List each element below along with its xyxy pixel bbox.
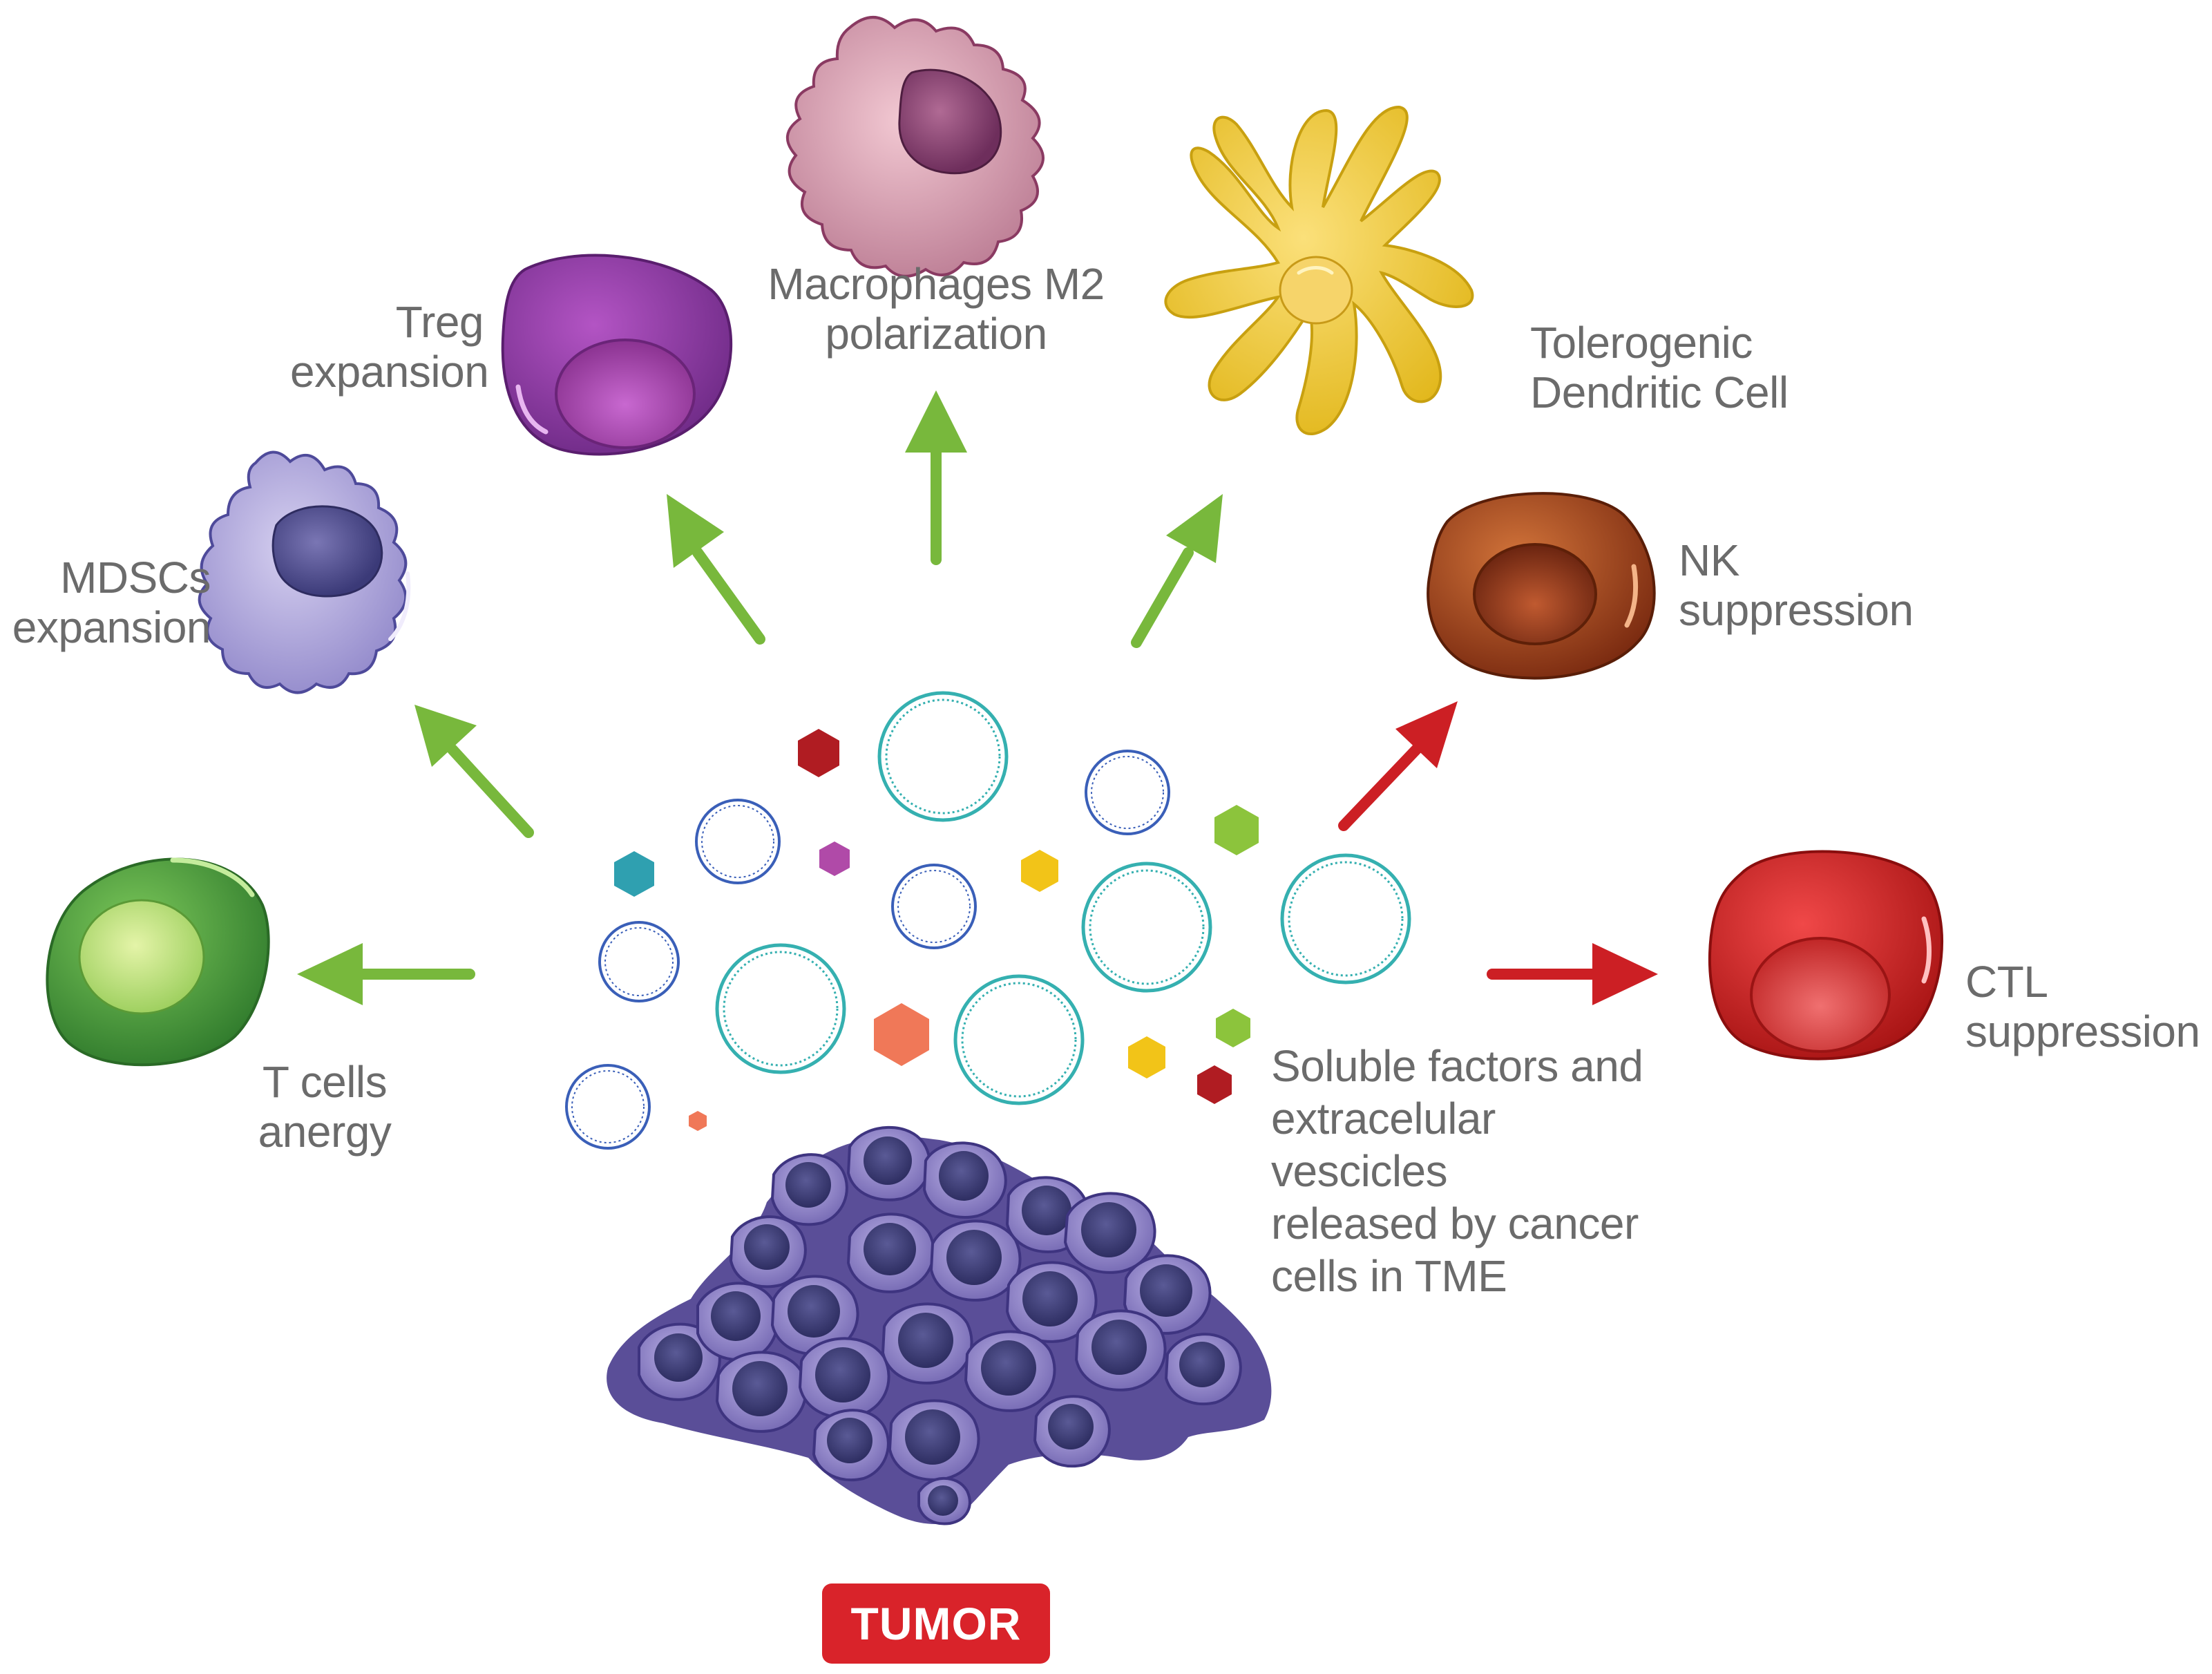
macrophage-label-line1: Macrophages M2 bbox=[767, 259, 1105, 309]
nk-label-line2: suppression bbox=[1679, 585, 1914, 635]
tumor-icon bbox=[607, 1125, 1272, 1525]
tumor-cell bbox=[881, 1302, 973, 1385]
macrophage-label-line2: polarization bbox=[825, 309, 1047, 359]
vesicle-icon bbox=[1280, 853, 1411, 985]
soluble-label-line3: released by cancer bbox=[1271, 1199, 1639, 1248]
arrows bbox=[297, 390, 1658, 1005]
arrow-to-dendritic bbox=[1131, 494, 1223, 648]
ctl-label-line2: suppression bbox=[1965, 1007, 2200, 1056]
tumor-cell bbox=[846, 1125, 931, 1201]
tumor-cell bbox=[729, 1215, 807, 1288]
tumor-cell bbox=[770, 1275, 859, 1356]
soluble-factor-icon bbox=[689, 1111, 707, 1131]
dendritic-label: Tolerogenic Dendritic Cell bbox=[1530, 318, 1862, 417]
tumor-cells bbox=[638, 1125, 1242, 1525]
vesicle-icon bbox=[565, 1064, 651, 1150]
tumor-cell bbox=[1123, 1254, 1212, 1335]
arrow-to-nk bbox=[1338, 701, 1458, 831]
tumor-cell bbox=[1033, 1395, 1111, 1468]
soluble-factor-icon bbox=[874, 1003, 929, 1066]
vesicle-icon bbox=[1081, 862, 1212, 993]
treg-label-line2: expansion bbox=[290, 347, 489, 397]
soluble-factor-icon bbox=[1197, 1065, 1232, 1104]
tcell-label-line1: T cells bbox=[262, 1057, 388, 1107]
soluble-factor-icon bbox=[798, 729, 839, 777]
soluble-label-line4: cells in TME bbox=[1271, 1251, 1507, 1301]
soluble-factor-icon bbox=[819, 841, 850, 876]
vesicle-icon bbox=[695, 799, 781, 884]
arrow-to-macrophage bbox=[905, 390, 967, 565]
soluble-label-line2: extracelular vescicles bbox=[1271, 1094, 1496, 1196]
vesicle-icon bbox=[715, 943, 846, 1074]
ctl-label: CTL suppression bbox=[1965, 957, 2207, 1056]
tumor-cell bbox=[964, 1330, 1056, 1412]
macrophage-icon bbox=[785, 16, 1045, 278]
tumor-cell bbox=[922, 1141, 1007, 1219]
treg-icon bbox=[501, 254, 733, 456]
mdsc-label-line1: MDSCs bbox=[60, 553, 211, 602]
dendritic-label-line1: Tolerogenic bbox=[1530, 318, 1753, 368]
nk-cell-icon bbox=[1427, 492, 1656, 680]
arrow-to-tcell bbox=[297, 943, 475, 1005]
vesicle-icon bbox=[891, 864, 977, 949]
tumor-cell bbox=[1063, 1192, 1156, 1274]
tumor-cell bbox=[696, 1282, 779, 1362]
tcell-label-line2: anergy bbox=[258, 1107, 392, 1157]
t-cell-icon bbox=[46, 857, 270, 1067]
mdsc-icon bbox=[198, 450, 411, 694]
soluble-factor-icon bbox=[614, 851, 654, 897]
tumor-cell bbox=[846, 1212, 935, 1293]
vesicle-icon bbox=[877, 691, 1009, 822]
nk-label-line1: NK bbox=[1679, 535, 1739, 585]
tumor-cell bbox=[770, 1153, 848, 1226]
nk-label: NK suppression bbox=[1679, 535, 1969, 635]
tumor-badge: TUMOR bbox=[822, 1583, 1050, 1664]
soluble-factor-icon bbox=[1128, 1036, 1165, 1078]
vesicle-icon bbox=[953, 974, 1085, 1105]
soluble-factors bbox=[614, 729, 1259, 1131]
vesicle-icon bbox=[1085, 750, 1170, 835]
tcell-label: T cells anergy bbox=[221, 1057, 428, 1157]
tumor-cell bbox=[1074, 1309, 1167, 1391]
tumor-cell bbox=[715, 1351, 808, 1433]
dendritic-label-line2: Dendritic Cell bbox=[1530, 368, 1789, 417]
mdsc-label-line2: expansion bbox=[12, 602, 211, 652]
treg-label: Treg expansion bbox=[290, 297, 489, 397]
arrow-to-mdsc bbox=[414, 705, 534, 838]
tumor-cell bbox=[929, 1219, 1022, 1302]
vesicle-icon bbox=[598, 921, 680, 1002]
vesicles bbox=[565, 691, 1411, 1150]
macrophage-label: Macrophages M2 polarization bbox=[732, 259, 1140, 359]
tumor-cell bbox=[1164, 1333, 1242, 1406]
ctl-icon bbox=[1708, 850, 1943, 1060]
soluble-factor-icon bbox=[1214, 805, 1259, 855]
arrow-to-treg bbox=[667, 494, 765, 645]
soluble-factor-icon bbox=[1216, 1009, 1250, 1047]
dendritic-cell-icon bbox=[1164, 105, 1474, 436]
ctl-label-line1: CTL bbox=[1965, 957, 2048, 1007]
soluble-factors-label: Soluble factors and extracelular vescicl… bbox=[1271, 1040, 1672, 1302]
tumor-cell bbox=[888, 1399, 980, 1481]
treg-label-line1: Treg bbox=[395, 297, 484, 347]
tumor-cell bbox=[638, 1322, 721, 1401]
tumor-cell bbox=[798, 1337, 890, 1419]
mdsc-label: MDSCs expansion bbox=[7, 553, 211, 652]
arrow-to-ctl bbox=[1487, 943, 1658, 1005]
tumor-cell bbox=[917, 1476, 971, 1525]
soluble-factor-icon bbox=[1021, 850, 1058, 892]
tumor-cell bbox=[812, 1409, 890, 1482]
soluble-label-line1: Soluble factors and bbox=[1271, 1041, 1643, 1091]
